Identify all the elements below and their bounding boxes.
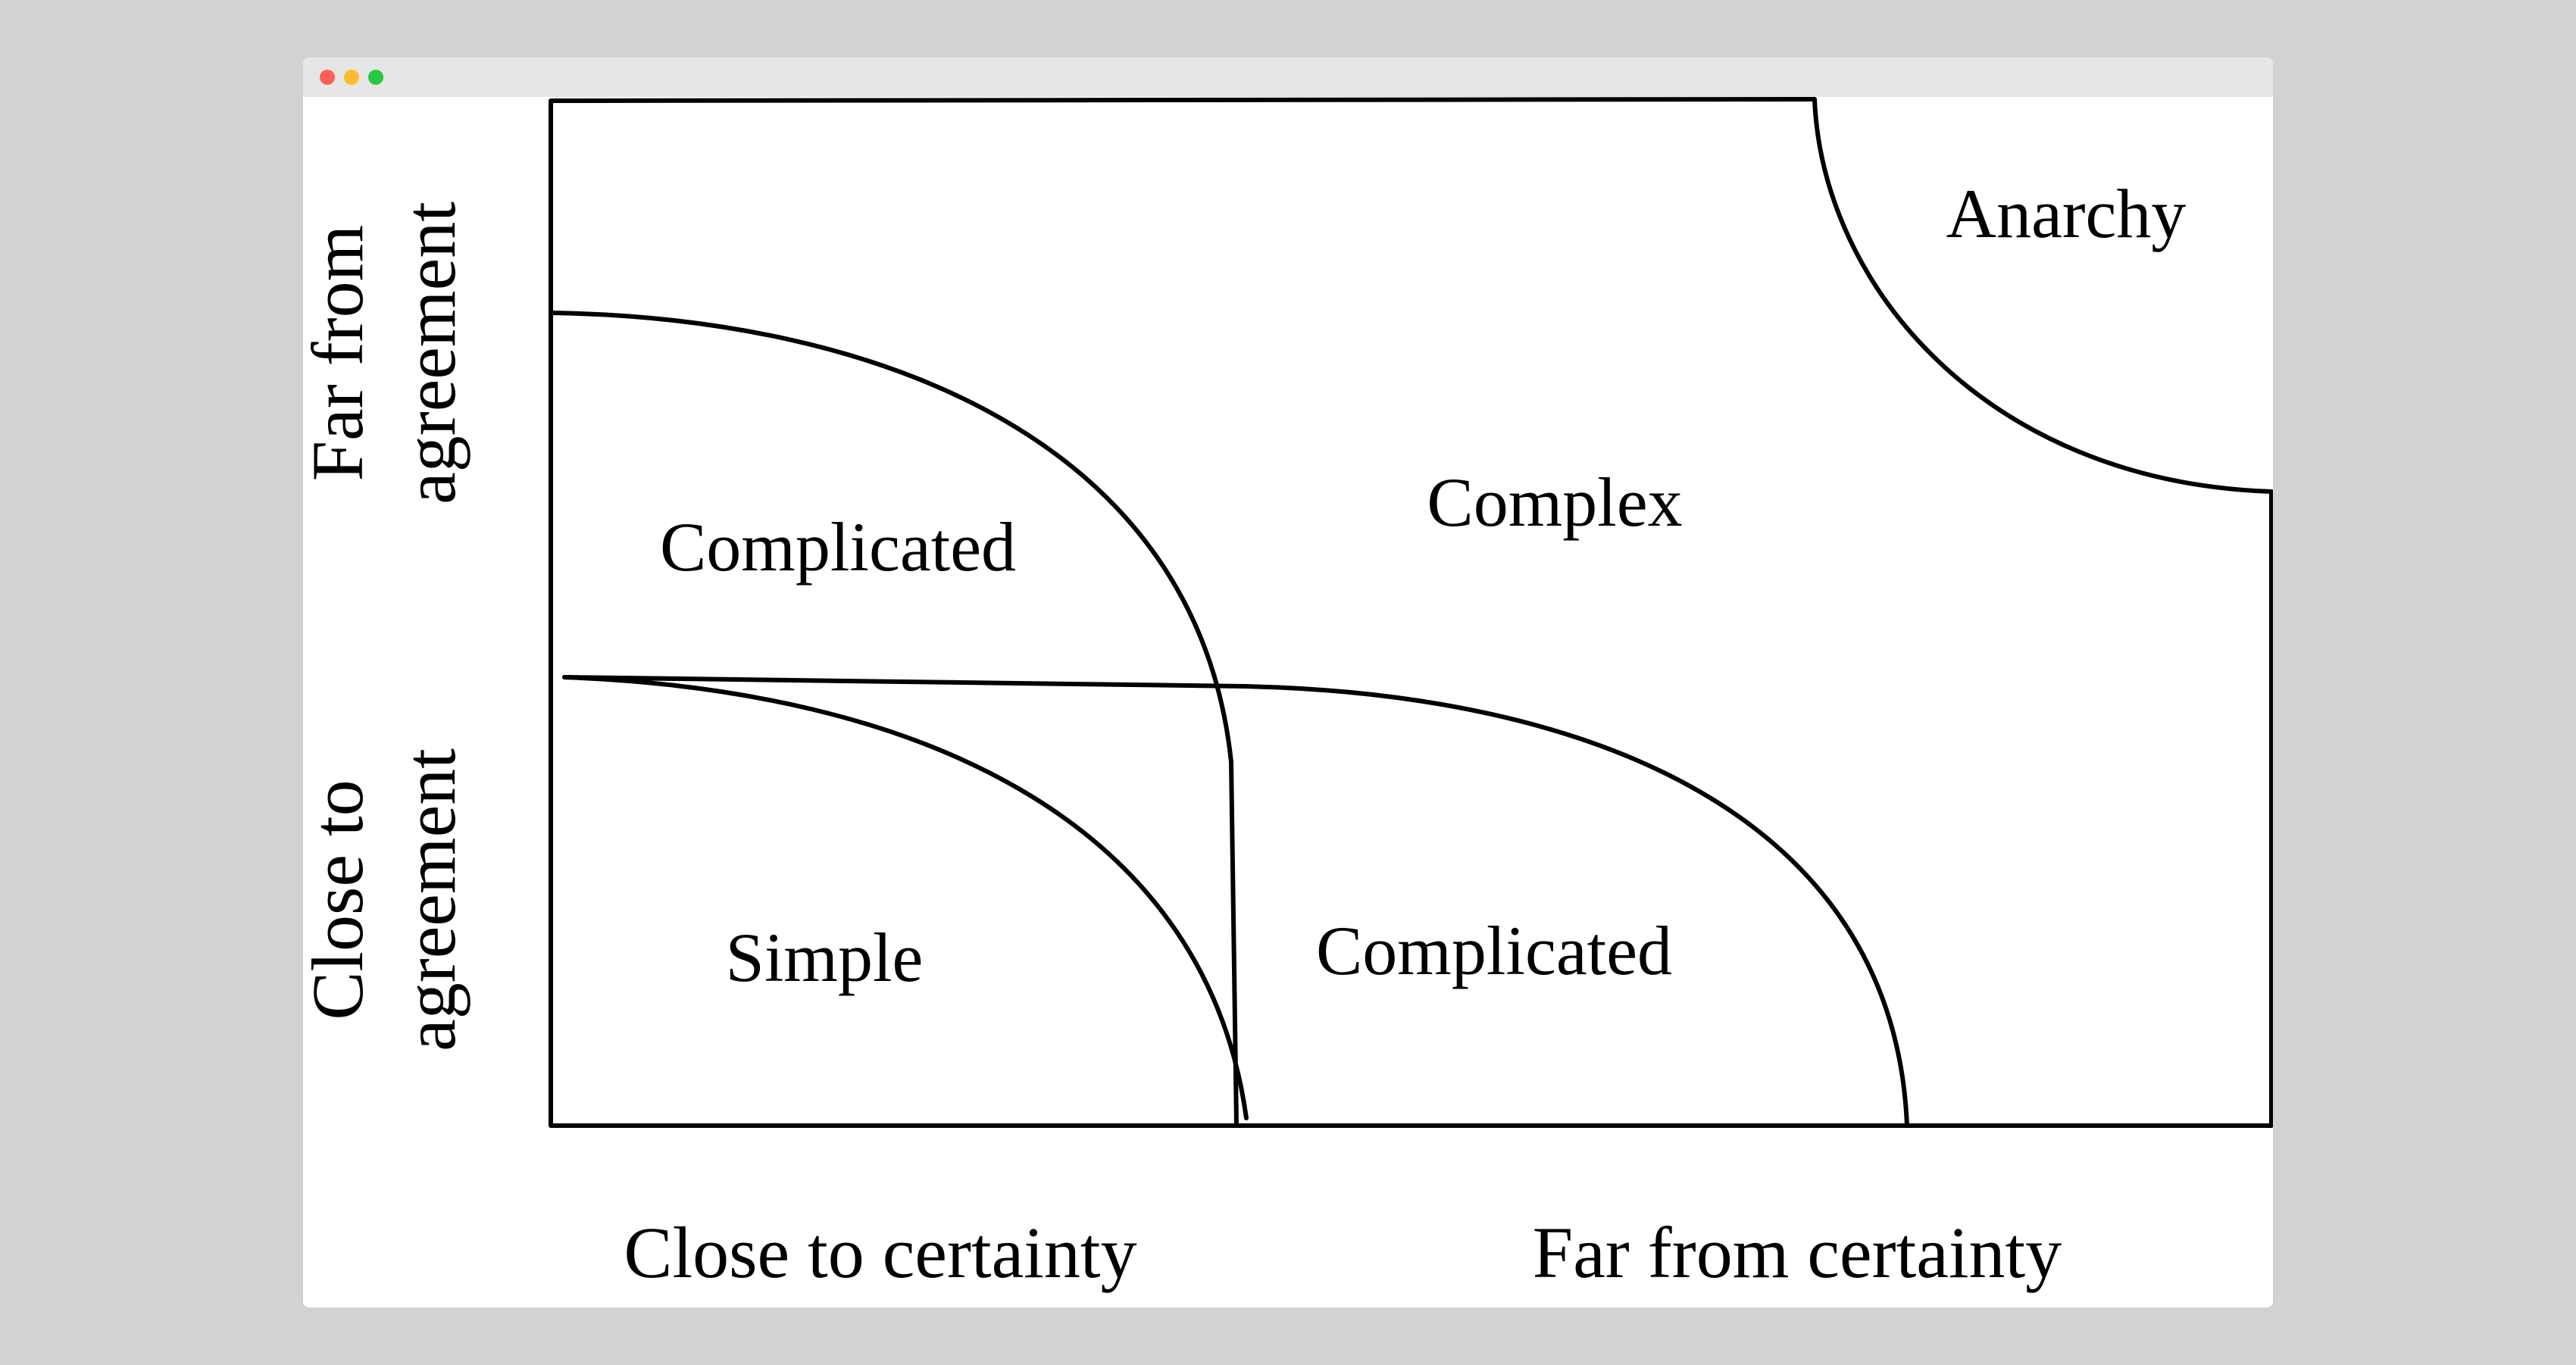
y-axis-label-far-line1: Far from (303, 225, 378, 482)
minimize-window-button[interactable] (344, 70, 359, 85)
region-label-simple: Simple (726, 919, 924, 996)
close-window-button[interactable] (320, 70, 335, 85)
region-label-complicated-lower: Complicated (1316, 912, 1672, 989)
x-axis-label-far: Far from certainty (1533, 1212, 2062, 1293)
app-window: Anarchy Complex Complicated Simple Compl… (303, 58, 2273, 1307)
complicated-lower-boundary-curve (1243, 684, 1909, 1128)
simple-boundary-curve (562, 675, 1249, 1120)
region-label-complicated-upper: Complicated (660, 508, 1016, 586)
y-axis-label-close-line2: agreement (389, 748, 470, 1051)
stacey-matrix-diagram: Anarchy Complex Complicated Simple Compl… (303, 97, 2273, 1293)
y-axis-label-close-line1: Close to (303, 779, 378, 1020)
region-label-anarchy: Anarchy (1946, 175, 2187, 252)
y-axis-label-far-line2: agreement (389, 201, 470, 504)
zoom-window-button[interactable] (368, 70, 383, 85)
agreement-divider-line (562, 675, 1247, 689)
title-bar (303, 58, 2273, 97)
diagram-frame (549, 97, 2273, 1128)
region-label-complex: Complex (1427, 464, 1682, 541)
x-axis-label-close: Close to certainty (624, 1212, 1136, 1293)
complicated-upper-boundary-curve (549, 311, 1233, 764)
anarchy-boundary-curve (1812, 97, 2273, 494)
